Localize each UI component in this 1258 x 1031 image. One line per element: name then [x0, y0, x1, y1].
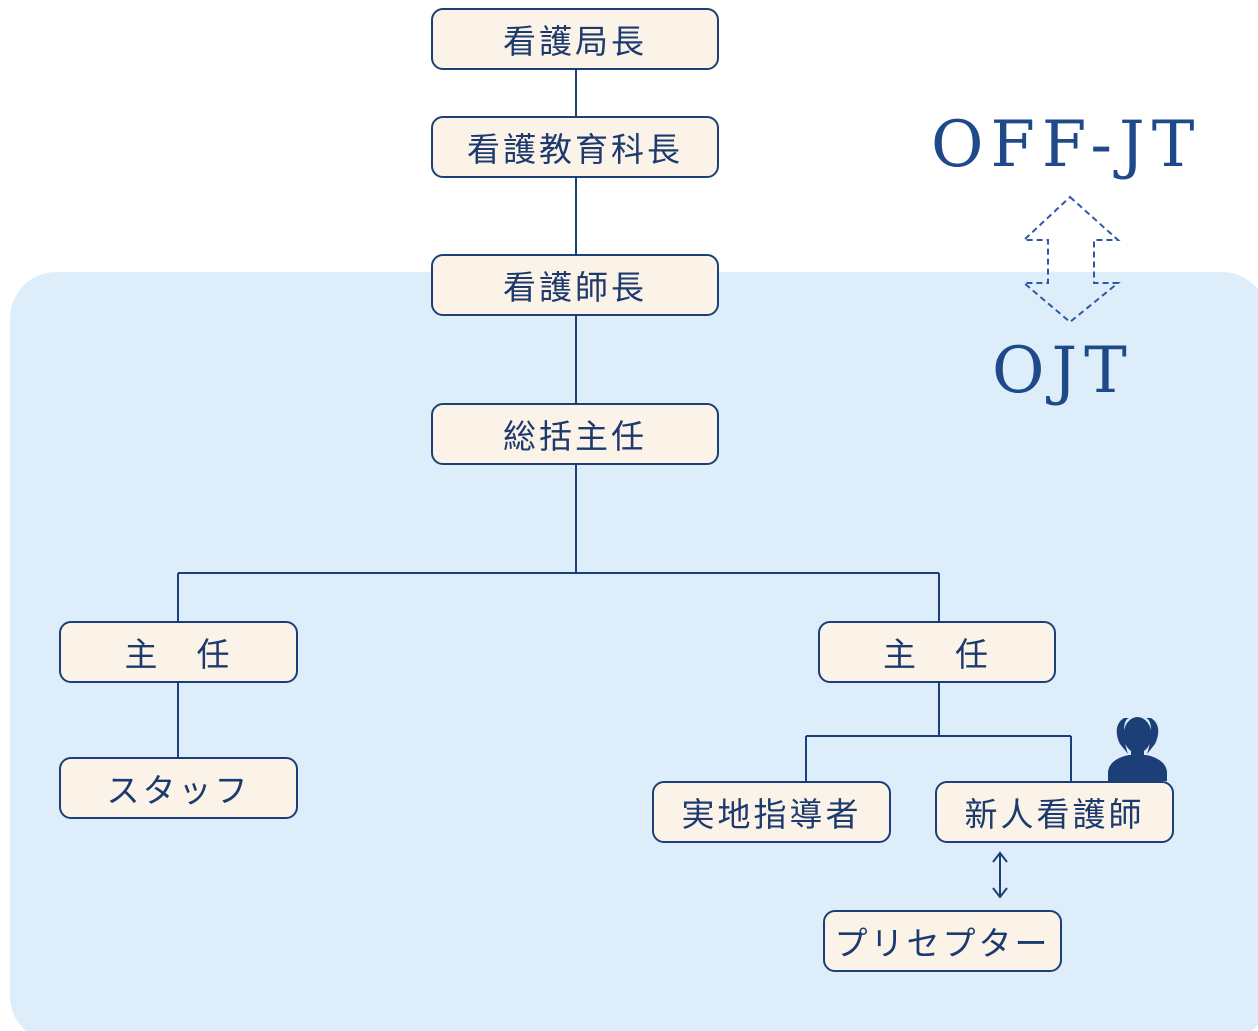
- double-vertical-arrow-icon: [992, 851, 1008, 899]
- node-chief-right: 主 任: [818, 621, 1056, 683]
- female-person-icon: [1108, 717, 1167, 781]
- ojt-label: OJT: [992, 334, 1134, 408]
- node-head-nurse: 看護師長: [431, 254, 719, 316]
- node-field-instructor: 実地指導者: [652, 781, 891, 843]
- node-education-chief: 看護教育科長: [431, 116, 719, 178]
- node-new-nurse: 新人看護師: [935, 781, 1174, 843]
- node-general-chief: 総括主任: [431, 403, 719, 465]
- node-staff: スタッフ: [59, 757, 298, 819]
- node-chief-left: 主 任: [59, 621, 298, 683]
- dashed-double-arrow-icon: [1021, 195, 1121, 324]
- node-director: 看護局長: [431, 8, 719, 70]
- node-preceptor: プリセプター: [823, 910, 1062, 972]
- off-jt-label: OFF-JT: [931, 108, 1202, 182]
